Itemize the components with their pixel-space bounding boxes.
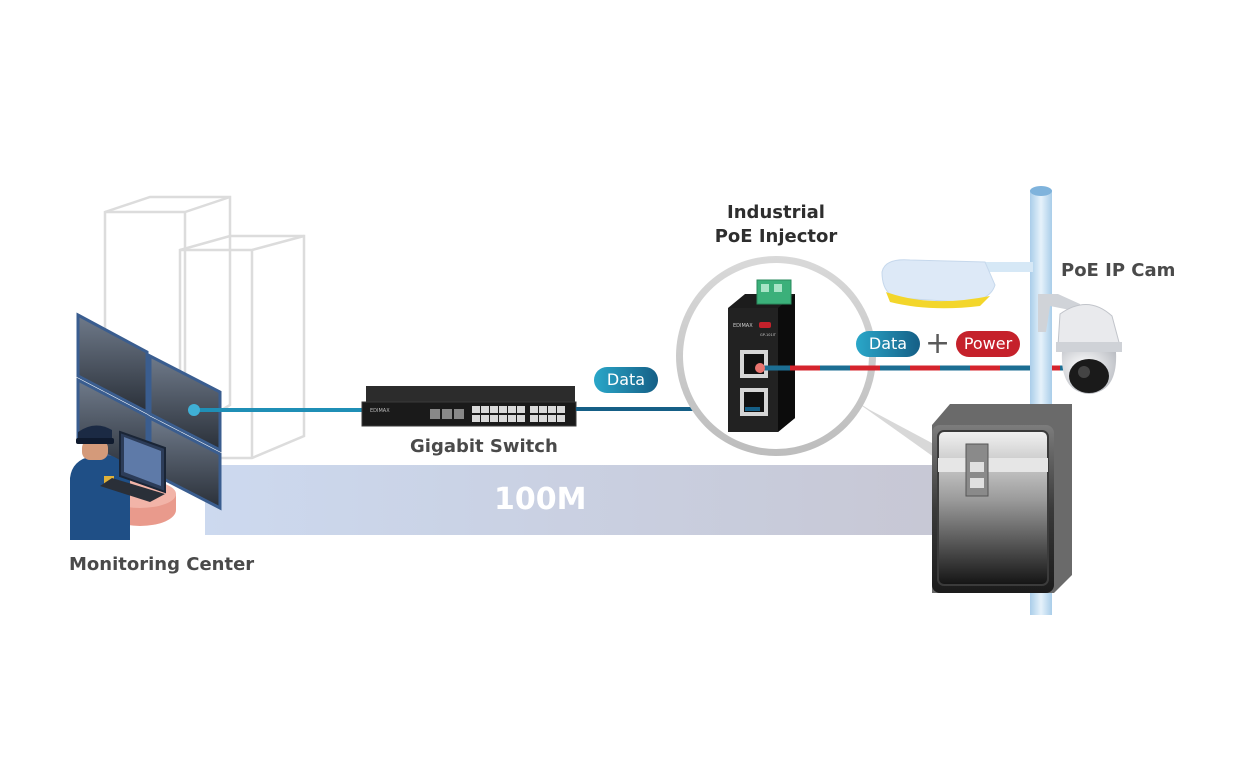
injector-brand-text: EDIMAX <box>733 323 753 329</box>
industrial-label: Industrial <box>727 202 825 223</box>
plus-sign: + <box>925 326 951 361</box>
poe-ip-cam-label: PoE IP Cam <box>1061 260 1176 281</box>
distance-band <box>205 465 950 535</box>
power-pill: Power <box>956 331 1020 357</box>
injector-zoom-circle: EDIMAX GP-101IT <box>676 256 876 456</box>
gigabit-switch-device: EDIMAX <box>361 386 577 427</box>
data-pill-poe: Data <box>856 331 920 357</box>
gigabit-switch-label: Gigabit Switch <box>410 436 558 457</box>
data-pill-switch: Data <box>594 367 658 393</box>
monitoring-center-label: Monitoring Center <box>69 554 255 575</box>
ip-camera <box>1038 294 1122 394</box>
poe-injector-label: PoE Injector <box>714 226 838 247</box>
cabinet <box>932 404 1072 593</box>
laptop <box>100 430 166 502</box>
switch-brand-text: EDIMAX <box>370 408 390 414</box>
distance-label: 100M <box>494 482 587 517</box>
injector-pn-text: GP-101IT <box>760 333 777 337</box>
